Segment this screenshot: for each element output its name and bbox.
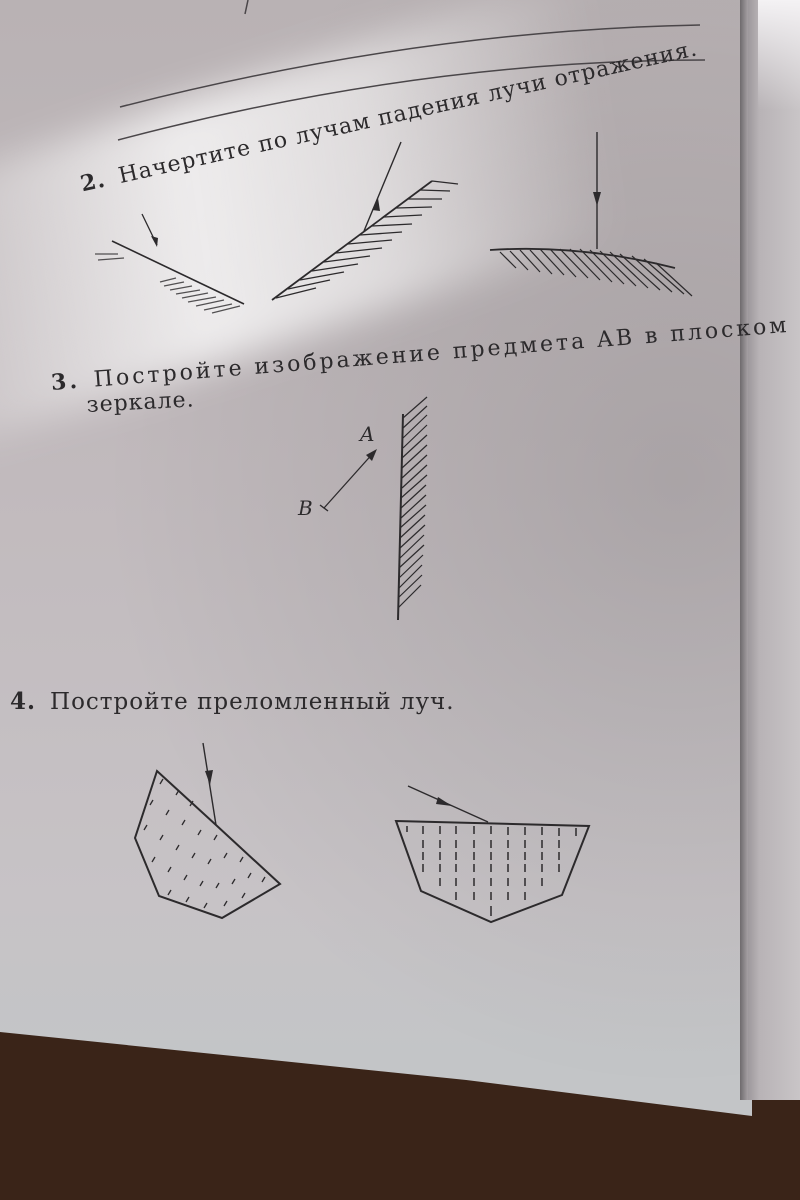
task2-mirror-left bbox=[95, 213, 245, 314]
task4-prism-tilted bbox=[133, 742, 282, 920]
task3-object-ab bbox=[319, 449, 377, 512]
task3-plane-mirror bbox=[397, 396, 428, 621]
task-4-number: 4. bbox=[10, 688, 37, 715]
label-b: B bbox=[297, 496, 313, 520]
task-2-number: 2. bbox=[78, 166, 109, 198]
task-4-instruction: Постройте преломленный луч. bbox=[50, 689, 455, 715]
answer-lines bbox=[117, 0, 706, 141]
task-3-number: 3. bbox=[50, 367, 81, 396]
task-4-text: 4. Постройте преломленный луч. bbox=[10, 688, 455, 715]
task2-curved-mirror bbox=[489, 132, 693, 297]
task4-prism-trapezoid bbox=[394, 785, 591, 924]
book-spine bbox=[740, 0, 748, 1100]
adjacent-page bbox=[742, 0, 800, 1100]
task2-mirror-right bbox=[271, 141, 459, 301]
label-a: A bbox=[358, 422, 374, 446]
